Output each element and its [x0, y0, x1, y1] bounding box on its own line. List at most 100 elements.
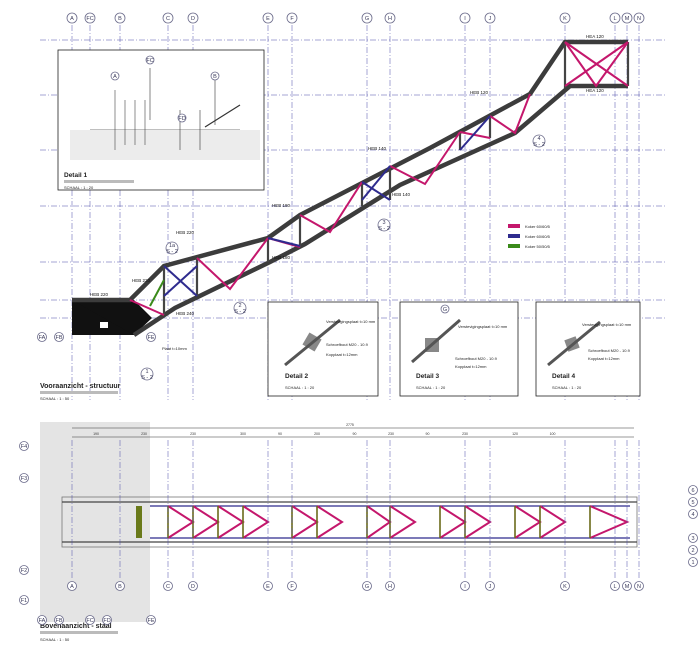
svg-text:Schroefbout M20 - 10.9: Schroefbout M20 - 10.9: [455, 356, 498, 361]
svg-text:S - 2: S - 2: [533, 142, 545, 148]
svg-text:H: H: [388, 16, 392, 22]
beam-label: HEB 180: [272, 255, 291, 260]
plan-diagonal: [539, 505, 567, 539]
svg-text:S - 2: S - 2: [166, 249, 178, 255]
detail-callout[interactable]: 1 S - 2: [140, 367, 154, 381]
beam-label: HEB 140: [368, 146, 387, 151]
svg-text:G: G: [443, 307, 447, 313]
svg-text:Schroefbout M20 - 10.9: Schroefbout M20 - 10.9: [326, 342, 369, 347]
detail-callout[interactable]: 4 S - 2: [532, 134, 546, 148]
svg-text:L: L: [613, 584, 616, 590]
svg-text:K: K: [563, 584, 567, 590]
svg-text:4: 4: [537, 136, 540, 142]
detail-1-panel: A FC FD B Detail 1 SCHAAL : 1 : 20: [57, 49, 265, 191]
svg-text:S - 2: S - 2: [234, 309, 246, 315]
segment-dim: 230: [141, 432, 147, 436]
detail-1-scale: SCHAAL : 1 : 20: [64, 185, 94, 190]
svg-text:D: D: [191, 584, 195, 590]
svg-text:5: 5: [691, 500, 694, 506]
svg-text:Verstevigingsplaat t=10 mm: Verstevigingsplaat t=10 mm: [326, 319, 376, 324]
plan-landing-beam: [136, 506, 142, 538]
plan-diagonal: [192, 505, 220, 539]
svg-text:J: J: [489, 584, 492, 590]
detail-callout[interactable]: 1a S - 2: [165, 241, 179, 255]
svg-text:6: 6: [691, 488, 694, 494]
svg-text:FC: FC: [146, 58, 153, 64]
magenta-diagonals: [129, 41, 629, 316]
segment-dim: 120: [512, 432, 518, 436]
svg-text:4: 4: [691, 512, 694, 518]
plan-left-bubbles: F4 F3 F2 F1: [19, 441, 29, 605]
svg-text:FB: FB: [55, 618, 62, 624]
legend-label: Koker 50/50/5: [525, 244, 551, 249]
segment-dim: 90: [426, 432, 430, 436]
front-left-bubbles: FA FB FE: [37, 332, 156, 342]
plan-right-bubbles: 6 5 4 3 2 1: [688, 485, 698, 567]
grid-bubble: H: [384, 12, 396, 24]
svg-text:Verstevigingsplaat t=10 mm: Verstevigingsplaat t=10 mm: [582, 322, 632, 327]
svg-text:F1: F1: [21, 598, 27, 604]
grid-bubble: I: [459, 12, 471, 24]
svg-text:S - 2: S - 2: [378, 226, 390, 232]
svg-text:1: 1: [691, 560, 694, 566]
svg-text:B: B: [213, 74, 217, 80]
svg-text:A: A: [70, 16, 74, 22]
svg-text:Kopplaat t=12mm: Kopplaat t=12mm: [455, 364, 487, 369]
plan-grid-bubble: E: [263, 581, 273, 591]
svg-text:C: C: [166, 16, 170, 22]
svg-text:3: 3: [691, 536, 694, 542]
grid-bubble: L: [609, 12, 621, 24]
svg-text:F2: F2: [21, 568, 27, 574]
plan-scale: SCHAAL : 1 : 50: [40, 637, 70, 642]
plan-title: Bovenaanzicht - staal: [40, 623, 112, 630]
detail-callout[interactable]: 2 S - 2: [233, 301, 247, 315]
svg-text:FD: FD: [103, 618, 110, 624]
plan-diagonal: [291, 505, 319, 539]
plan-grid-bubble: B: [115, 581, 125, 591]
beam-label: HEA 120: [586, 88, 604, 93]
plan-grid-bubble: D: [188, 581, 198, 591]
svg-text:Plaat t=10mm: Plaat t=10mm: [162, 346, 187, 351]
detail-3-title: Detail 3: [416, 373, 440, 380]
detail-3-scale: SCHAAL : 1 : 20: [416, 385, 446, 390]
detail-2-scale: SCHAAL : 1 : 20: [285, 385, 315, 390]
svg-text:1: 1: [145, 369, 148, 375]
plan-landing-hatch: [40, 422, 150, 622]
beam-label: HEB 220: [132, 278, 151, 283]
svg-text:Kopplaat t=12mm: Kopplaat t=12mm: [588, 356, 620, 361]
detail-2-panel: Verstevigingsplaat t=10 mm Schroefbout M…: [267, 301, 379, 397]
svg-text:D: D: [191, 16, 195, 22]
plan-grid-bubble: A: [67, 581, 77, 591]
detail-callout[interactable]: 3 S - 2: [377, 218, 391, 232]
grid-bubble: D: [187, 12, 199, 24]
plan-diagonal: [589, 505, 630, 539]
svg-text:I: I: [464, 16, 466, 22]
grid-bubble: J: [484, 12, 496, 24]
svg-text:FD: FD: [178, 116, 185, 122]
svg-text:I: I: [464, 584, 466, 590]
plan-diagonal: [316, 505, 344, 539]
svg-text:Kopplaat t=12mm: Kopplaat t=12mm: [326, 352, 358, 357]
svg-text:S - 2: S - 2: [141, 375, 153, 381]
plan-grid-bubble: F: [287, 581, 297, 591]
beam-label: HEB 220: [176, 230, 195, 235]
member-legend: Koker 60/60/5 Koker 60/60/5 Koker 50/50/…: [508, 224, 551, 249]
svg-text:2: 2: [238, 303, 241, 309]
svg-text:1a: 1a: [169, 243, 176, 249]
svg-text:F3: F3: [21, 476, 27, 482]
svg-text:Vooraanzicht - structuur: Vooraanzicht - structuur: [40, 383, 121, 390]
segment-dim: 230: [462, 432, 468, 436]
plan-diagonal: [464, 505, 492, 539]
grid-bubble: M: [621, 12, 633, 24]
detail-2-title: Detail 2: [285, 373, 309, 380]
svg-text:A: A: [113, 74, 117, 80]
plan-diagonal: [514, 505, 542, 539]
svg-text:FE: FE: [147, 335, 154, 341]
front-view-title: Vooraanzicht - structuur SCHAAL : 1 : 50: [40, 383, 121, 401]
grid-bubble: N: [633, 12, 645, 24]
detail-4-scale: SCHAAL : 1 : 20: [552, 385, 582, 390]
svg-text:G: G: [365, 16, 369, 22]
svg-text:F4: F4: [21, 444, 27, 450]
